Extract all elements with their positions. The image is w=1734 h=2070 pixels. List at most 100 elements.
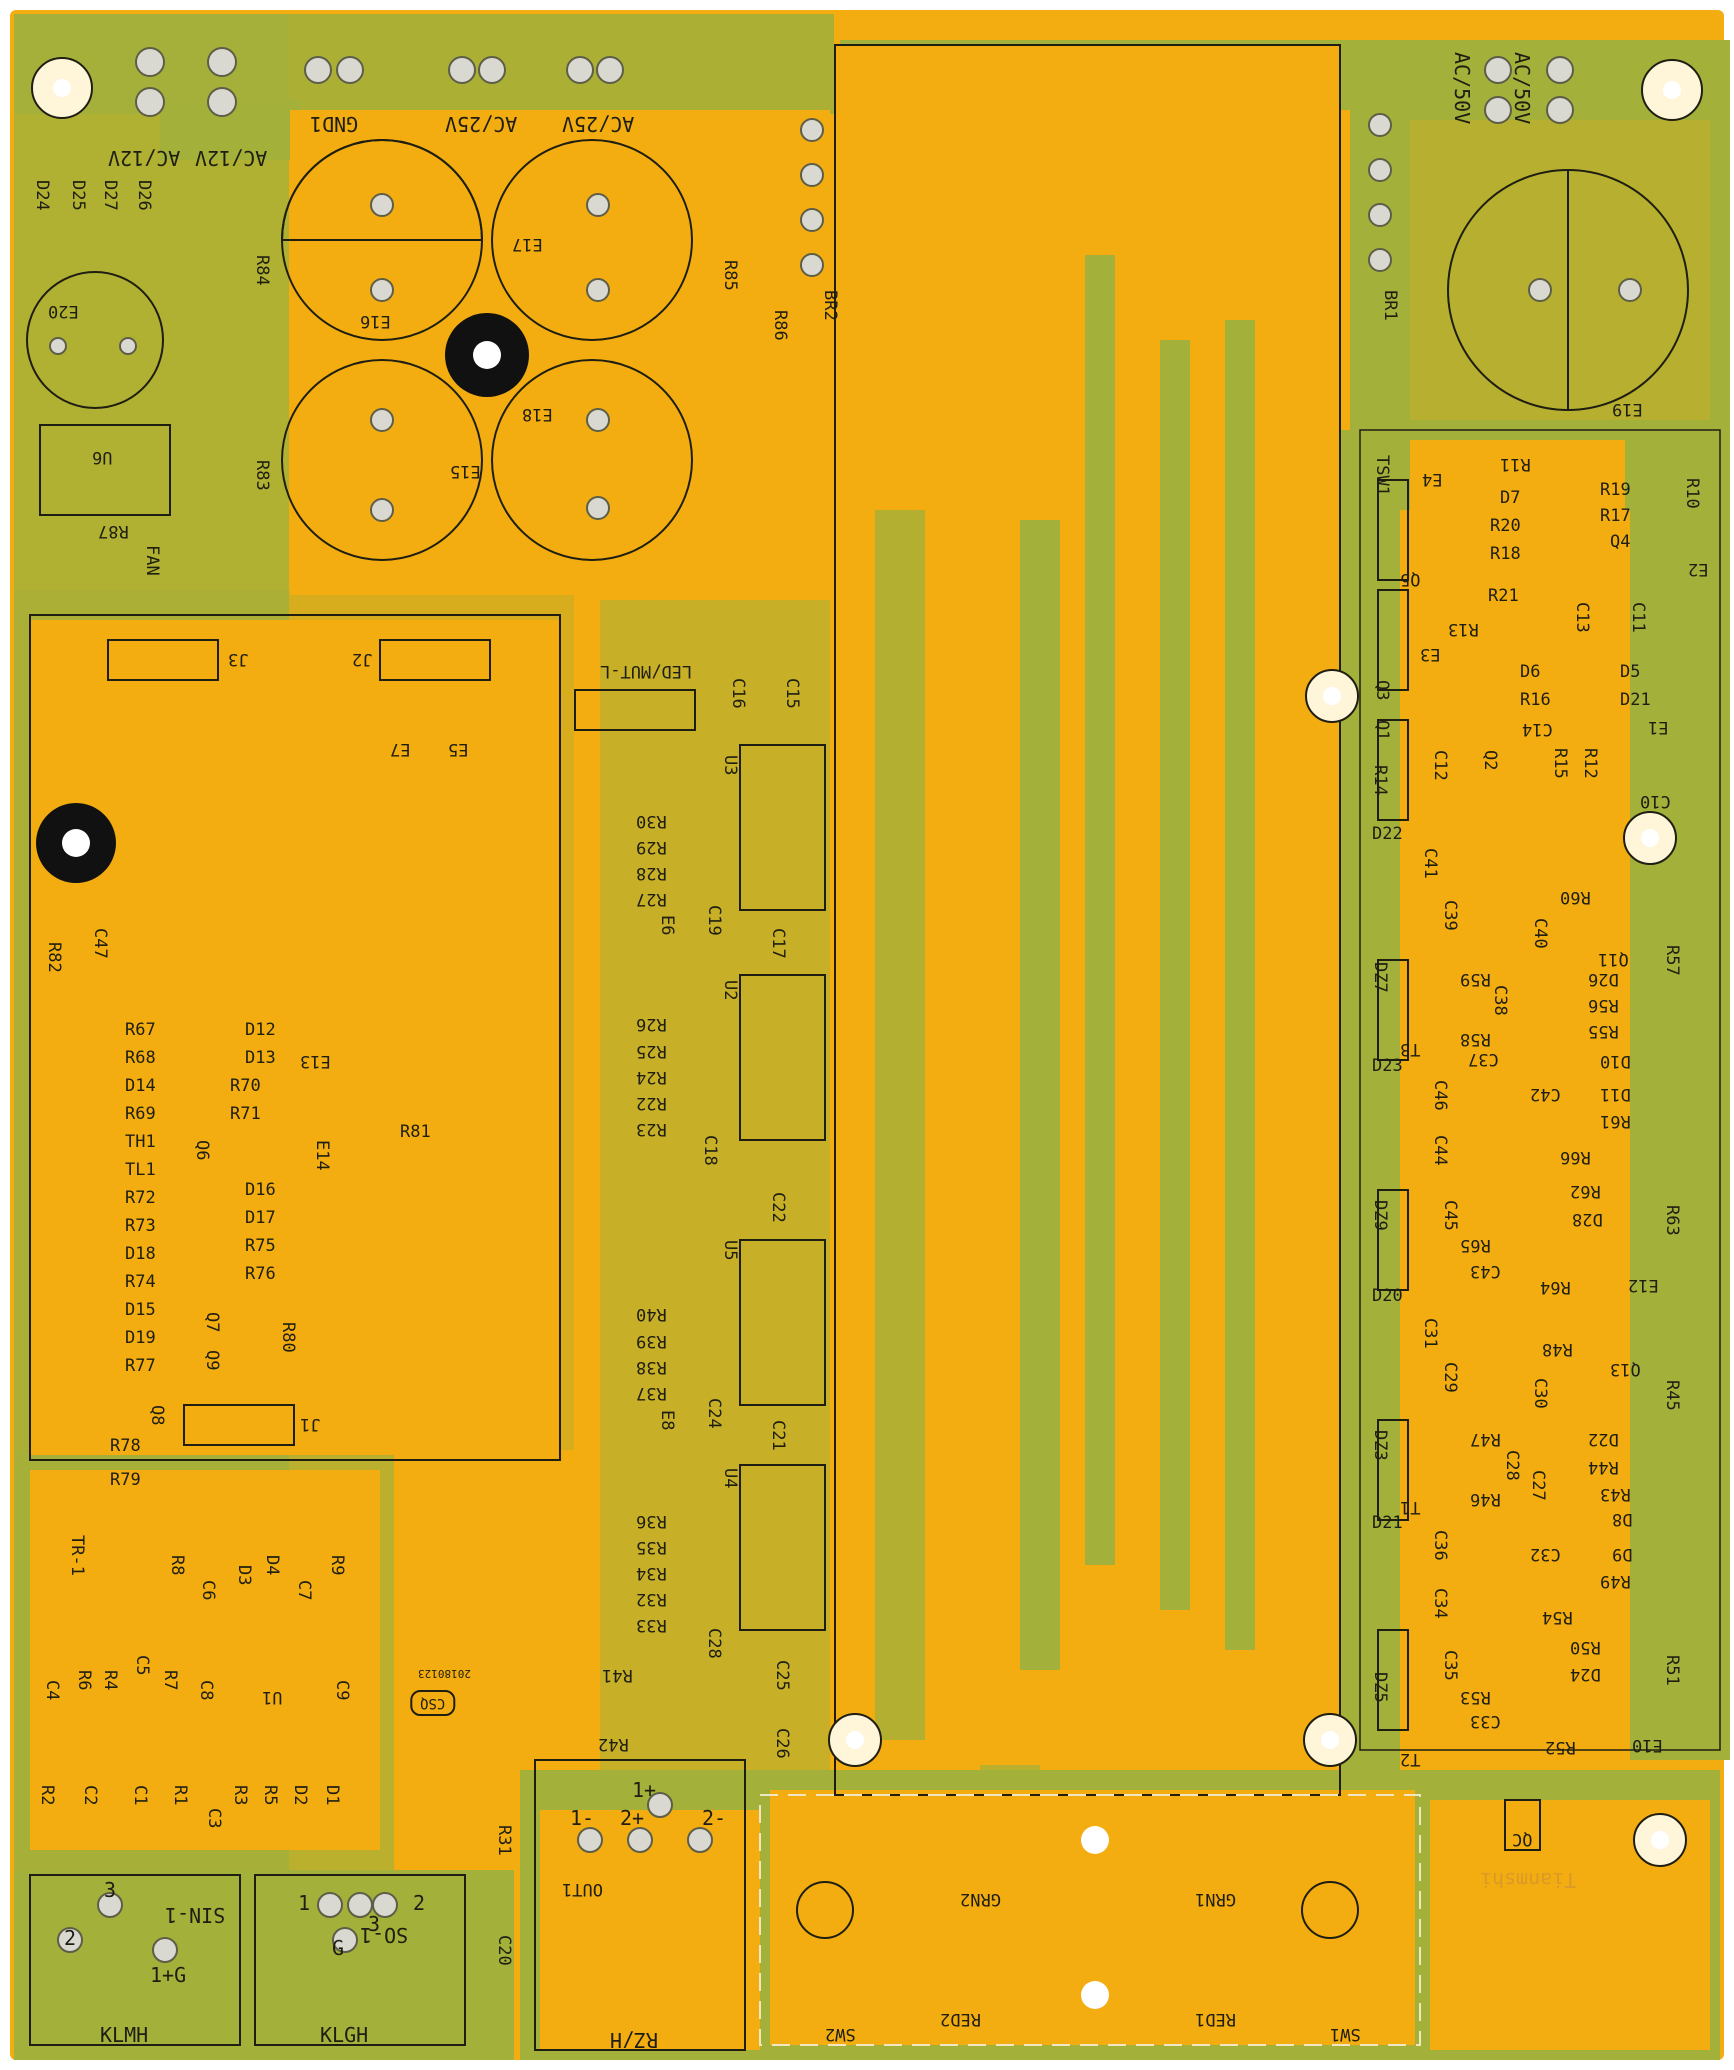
label-r40: R40 xyxy=(636,1304,667,1324)
label-c2: C2 xyxy=(80,1785,100,1806)
label-r5: R5 xyxy=(260,1785,280,1806)
label-q6: Q6 xyxy=(192,1140,212,1161)
label-c12: C12 xyxy=(1430,750,1450,781)
label-r72: R72 xyxy=(125,1188,156,1208)
label-led-mut: LED/MUT-L xyxy=(600,661,693,681)
label-c1: C1 xyxy=(130,1785,150,1806)
label-r56: R56 xyxy=(1588,995,1619,1015)
label-e6: E6 xyxy=(657,915,677,936)
label-red2: RED2 xyxy=(940,2009,981,2029)
label-d5: D5 xyxy=(1620,662,1641,682)
label-p2p: 2+ xyxy=(620,1806,645,1830)
label-j2: J2 xyxy=(352,649,373,669)
label-r54: R54 xyxy=(1542,1607,1573,1627)
label-r32: R32 xyxy=(636,1589,667,1609)
label-c47: C47 xyxy=(90,928,110,959)
bridge-pads xyxy=(135,47,1574,277)
label-d8: D8 xyxy=(1612,1509,1633,1529)
label-u5: U5 xyxy=(720,1240,740,1261)
label-d3: D3 xyxy=(234,1565,254,1586)
label-q11: Q11 xyxy=(1598,949,1629,969)
label-r33: R33 xyxy=(636,1615,667,1635)
label-r53: R53 xyxy=(1460,1687,1491,1707)
label-d15: D15 xyxy=(125,1300,156,1320)
label-r62: R62 xyxy=(1570,1181,1601,1201)
label-e3: E3 xyxy=(1420,644,1441,664)
date-code: 20180123 xyxy=(418,1667,471,1680)
label-r25: R25 xyxy=(636,1041,667,1061)
label-p1p: 1+ xyxy=(632,1778,657,1802)
label-r48: R48 xyxy=(1542,1339,1573,1359)
label-c22: C22 xyxy=(768,1192,788,1223)
label-e12: E12 xyxy=(1628,1275,1659,1295)
label-r13: R13 xyxy=(1448,619,1479,639)
label-p2m: 2- xyxy=(702,1806,727,1830)
label-pin2b: 2 xyxy=(413,1891,426,1915)
label-gnd1: GND1 xyxy=(310,112,359,136)
label-r71: R71 xyxy=(230,1104,261,1124)
label-d1: D1 xyxy=(322,1785,342,1806)
label-e13: E13 xyxy=(300,1051,331,1071)
label-c44: C44 xyxy=(1430,1135,1450,1166)
label-c46: C46 xyxy=(1430,1080,1450,1111)
label-c40: C40 xyxy=(1530,918,1550,949)
label-d10: D10 xyxy=(1600,1051,1631,1071)
label-pin3: 3 xyxy=(104,1878,117,1902)
label-c34: C34 xyxy=(1430,1588,1450,1619)
label-q1: Q1 xyxy=(1372,720,1392,741)
label-r46: R46 xyxy=(1470,1489,1501,1509)
label-c15: C15 xyxy=(782,678,802,709)
label-rzh: RZ/H xyxy=(610,2028,659,2052)
label-r63: R63 xyxy=(1662,1205,1682,1236)
label-r74: R74 xyxy=(125,1272,156,1292)
label-r75: R75 xyxy=(245,1236,276,1256)
label-out1: OUT1 xyxy=(562,1879,603,1899)
label-r45: R45 xyxy=(1662,1380,1682,1411)
label-dz9: DZ9 xyxy=(1370,1200,1390,1231)
label-dz7: DZ7 xyxy=(1370,962,1390,993)
label-q7: Q7 xyxy=(202,1312,222,1333)
label-r66: R66 xyxy=(1560,1147,1591,1167)
label-d22b: D22 xyxy=(1588,1429,1619,1449)
label-r37: R37 xyxy=(636,1383,667,1403)
label-c37: C37 xyxy=(1468,1049,1499,1069)
label-r14: R14 xyxy=(1370,765,1390,796)
label-t2: T2 xyxy=(1400,1749,1421,1769)
label-e2: E2 xyxy=(1688,559,1709,579)
label-e5: E5 xyxy=(448,739,469,759)
label-d6: D6 xyxy=(1520,662,1541,682)
label-pin2: 2 xyxy=(64,1926,77,1950)
label-c38: C38 xyxy=(1490,985,1510,1016)
label-fan: FAN xyxy=(142,545,162,576)
label-d25: D25 xyxy=(68,180,88,211)
label-c24: C24 xyxy=(704,1398,724,1429)
label-r38: R38 xyxy=(636,1357,667,1377)
silkscreen-frames xyxy=(29,44,1721,2046)
label-pin1g: 1+G xyxy=(150,1963,187,1987)
label-c17: C17 xyxy=(768,928,788,959)
label-r82: R82 xyxy=(44,942,64,973)
label-r29: R29 xyxy=(636,837,667,857)
label-d13: D13 xyxy=(245,1048,276,1068)
label-r78: R78 xyxy=(110,1436,141,1456)
label-c16: C16 xyxy=(728,678,748,709)
label-r69: R69 xyxy=(125,1104,156,1124)
label-u2: U2 xyxy=(720,980,740,1001)
label-c39: C39 xyxy=(1440,900,1460,931)
label-r59: R59 xyxy=(1460,969,1491,989)
relief-strips xyxy=(875,255,1255,1740)
label-c13: C13 xyxy=(1572,602,1592,633)
label-c36: C36 xyxy=(1430,1530,1450,1561)
label-c6: C6 xyxy=(198,1580,218,1601)
label-e18: E18 xyxy=(522,404,553,424)
label-d12: D12 xyxy=(245,1020,276,1040)
label-r22: R22 xyxy=(636,1093,667,1113)
label-klmh: KLMH xyxy=(100,2023,149,2047)
label-c4: C4 xyxy=(42,1680,62,1701)
label-brand: Tianmshi xyxy=(1480,1868,1577,1892)
large-capacitors xyxy=(26,139,1689,561)
label-r2: R2 xyxy=(37,1785,57,1806)
label-q9: Q9 xyxy=(202,1350,222,1371)
label-d18: D18 xyxy=(125,1244,156,1264)
